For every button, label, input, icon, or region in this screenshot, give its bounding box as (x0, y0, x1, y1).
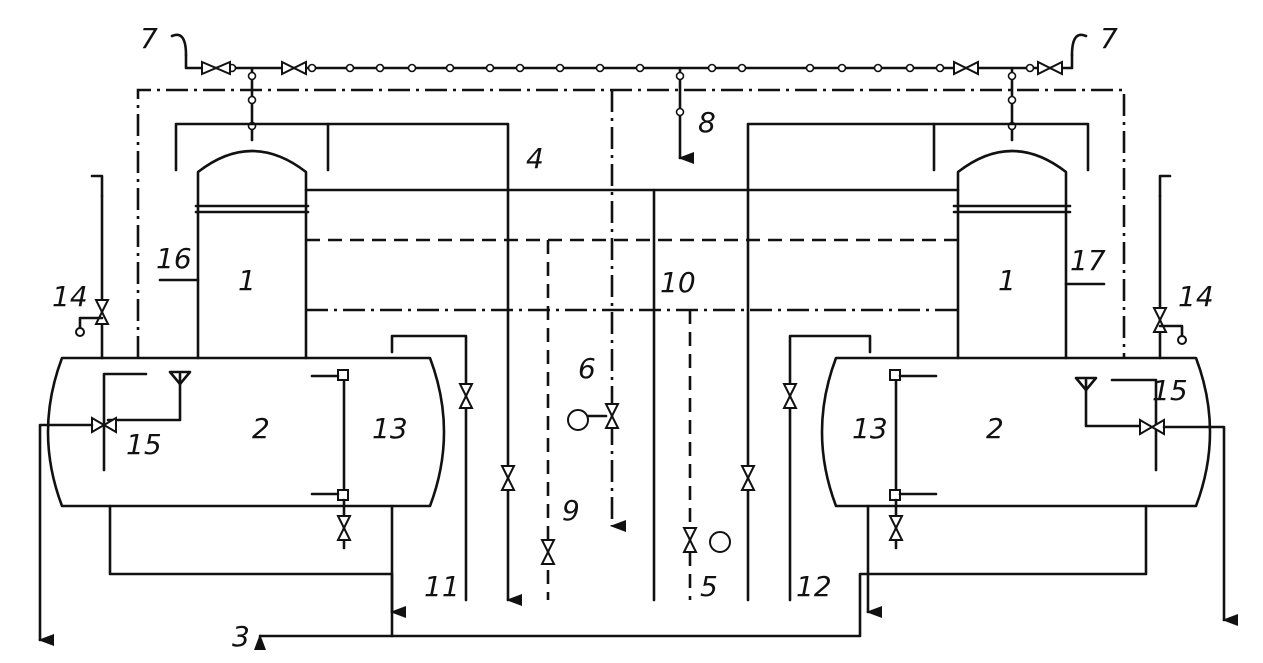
label-6: 6 (578, 352, 596, 385)
label-8: 8 (698, 106, 716, 139)
label-14-left: 14 (52, 280, 88, 313)
left-safety-vent (75, 174, 110, 360)
center-pipes (500, 90, 756, 602)
label-7-right: 7 (1100, 22, 1118, 55)
vent-header (170, 33, 1088, 164)
label-15-left: 15 (126, 428, 162, 461)
left-storage-tank (38, 334, 1148, 646)
right-storage-tank (782, 334, 1238, 626)
right-deaerator-column (932, 122, 1106, 360)
label-16: 16 (156, 242, 192, 275)
label-4: 4 (526, 142, 544, 175)
label-3: 3 (232, 620, 250, 653)
vent-header-dots (227, 63, 1035, 73)
label-5: 5 (700, 570, 718, 603)
label-7-left: 7 (140, 22, 158, 55)
label-17: 17 (1070, 244, 1106, 277)
label-13-right: 13 (852, 412, 888, 445)
label-14-right: 14 (1178, 280, 1214, 313)
vent-header-valves (201, 60, 1063, 76)
label-11: 11 (424, 570, 460, 603)
label-13-left: 13 (372, 412, 408, 445)
label-10: 10 (660, 266, 696, 299)
label-9: 9 (562, 494, 580, 527)
labels: 7 7 8 4 16 1 1 17 10 14 14 6 2 2 13 13 1… (52, 22, 1214, 653)
left-deaerator-column (158, 122, 330, 360)
label-12: 12 (796, 570, 832, 603)
label-15-right: 15 (1152, 374, 1188, 407)
steam-balance-line (136, 88, 1126, 358)
label-1-left: 1 (238, 264, 256, 297)
label-2-right: 2 (986, 412, 1004, 445)
label-2-left: 2 (252, 412, 270, 445)
right-safety-vent (1152, 174, 1187, 360)
label-1-right: 1 (998, 264, 1016, 297)
